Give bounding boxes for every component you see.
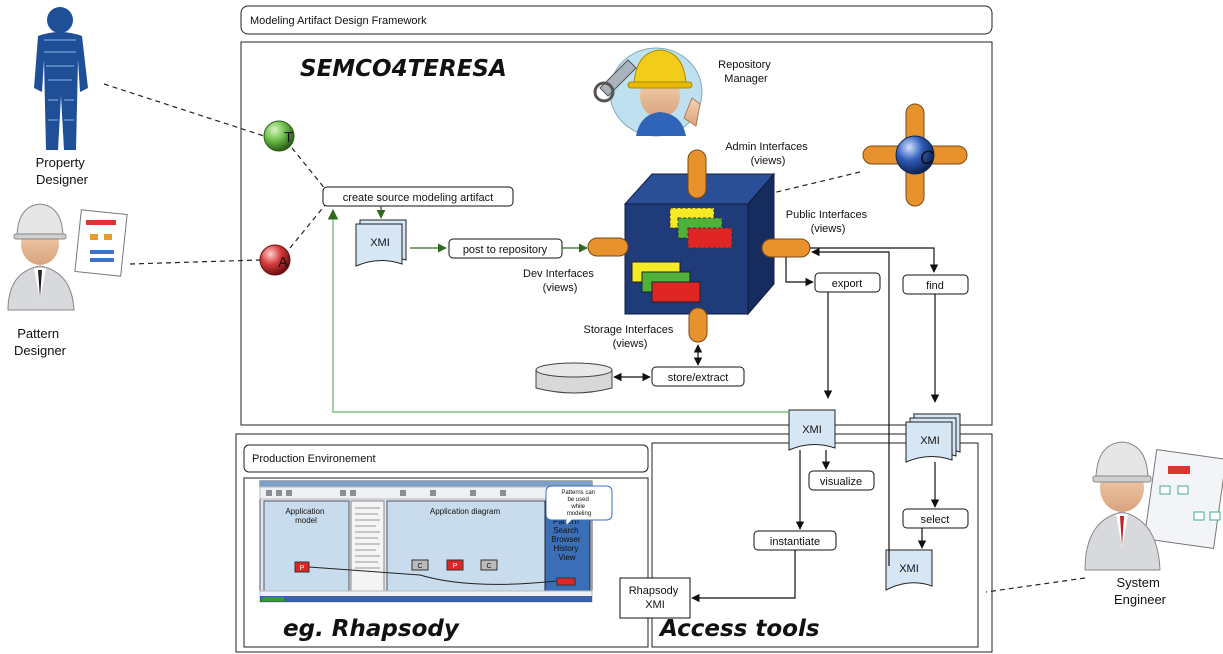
svg-text:XMI: XMI	[920, 435, 940, 447]
database-icon	[535, 362, 613, 394]
rhapsody-screenshot: Application model Application diagram Pa…	[259, 480, 613, 603]
patterns-callout: Patterns can be used while modeling	[545, 485, 613, 528]
svg-text:store/extract: store/extract	[668, 372, 729, 384]
svg-text:C: C	[486, 563, 491, 570]
public-connector[interactable]	[761, 238, 811, 258]
dev-interfaces-label: Dev Interfaces (views)	[523, 268, 597, 294]
find-box[interactable]: find	[902, 274, 969, 295]
select-box[interactable]: select	[902, 508, 969, 529]
system-engineer-icon	[1084, 441, 1223, 571]
svg-text:Application diagram: Application diagram	[430, 507, 501, 516]
instantiate-box[interactable]: instantiate	[753, 530, 837, 551]
tool-t-icon[interactable]: T	[263, 120, 295, 152]
dev-connector[interactable]	[587, 237, 629, 257]
actor-links	[103, 83, 1086, 593]
pattern-designer-icon	[7, 203, 128, 311]
tool-c-icon[interactable]: C	[862, 103, 968, 207]
admin-connector[interactable]	[687, 149, 707, 199]
create-artifact-box[interactable]: create source modeling artifact	[322, 186, 514, 207]
admin-interfaces-label: Admin Interfaces (views)	[725, 141, 811, 167]
storage-interfaces-label: Storage Interfaces (views)	[584, 324, 677, 350]
svg-text:Patterns can be used: Patterns can be used while modeling	[561, 490, 596, 517]
public-interfaces-label: Public Interfaces (views)	[786, 209, 870, 235]
storage-connector[interactable]	[688, 307, 708, 343]
property-designer-icon	[34, 7, 88, 150]
framework-title: Modeling Artifact Design Framework	[250, 15, 427, 27]
system-engineer-label: System Engineer	[1114, 575, 1167, 607]
svg-text:T: T	[284, 129, 293, 146]
xmi-document-export[interactable]: XMI	[788, 409, 836, 451]
visualize-box[interactable]: visualize	[808, 470, 875, 491]
flow-arrows	[327, 206, 940, 603]
production-caption: eg. Rhapsody	[283, 616, 460, 642]
svg-text:export: export	[832, 278, 863, 290]
production-title-box: Production Environement	[243, 444, 649, 473]
svg-text:P: P	[300, 565, 305, 572]
xmi-document-selected[interactable]: XMI	[885, 549, 933, 591]
tool-a-icon[interactable]: A	[259, 244, 291, 276]
semco-title: SEMCO4TERESA	[300, 56, 507, 82]
rhapsody-xmi-box[interactable]: Rhapsody XMI	[619, 577, 691, 619]
svg-text:create source modeling artifac: create source modeling artifact	[343, 192, 493, 204]
repository-manager-icon	[593, 47, 703, 137]
xmi-document-source[interactable]: XMI	[355, 219, 407, 267]
export-box[interactable]: export	[814, 272, 881, 293]
svg-text:XMI: XMI	[899, 563, 919, 575]
production-title: Production Environement	[252, 453, 376, 465]
svg-text:Rhapsody XMI: Rhapsody XMI	[629, 585, 682, 611]
svg-text:select: select	[921, 514, 950, 526]
svg-text:visualize: visualize	[820, 476, 862, 488]
svg-text:find: find	[926, 280, 944, 292]
svg-text:post to repository: post to repository	[463, 244, 548, 256]
svg-text:A: A	[278, 254, 288, 271]
framework-frame: Modeling Artifact Design Framework	[240, 5, 993, 35]
post-to-repository-box[interactable]: post to repository	[448, 238, 563, 259]
property-designer-label: Property Designer	[36, 155, 89, 187]
pattern-designer-label: Pattern Designer	[14, 326, 67, 358]
svg-text:C: C	[920, 148, 934, 169]
access-title: Access tools	[658, 616, 820, 642]
repository-cube	[623, 172, 776, 316]
svg-text:XMI: XMI	[802, 424, 822, 436]
store-extract-box[interactable]: store/extract	[651, 366, 745, 387]
svg-text:XMI: XMI	[370, 237, 390, 249]
svg-text:Application model: Application model	[285, 507, 326, 525]
xmi-document-found[interactable]: XMI	[905, 413, 961, 463]
svg-text:instantiate: instantiate	[770, 536, 820, 548]
repository-manager-label: Repository Manager	[718, 59, 774, 85]
svg-text:C: C	[417, 563, 422, 570]
svg-text:P: P	[453, 563, 458, 570]
